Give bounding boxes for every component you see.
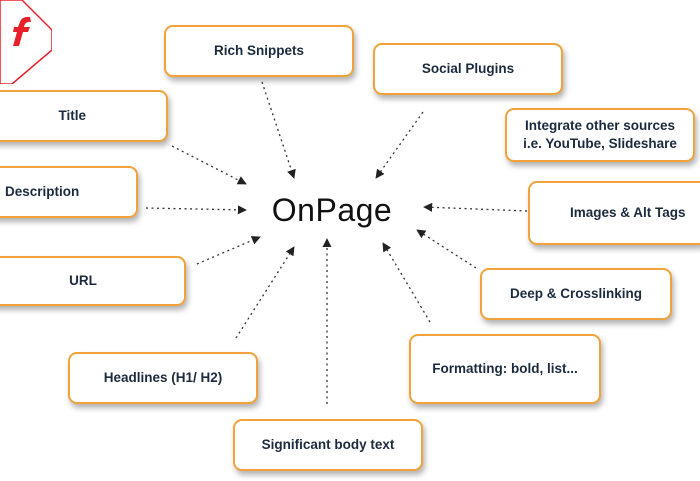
node-headlines: Headlines (H1/ H2) <box>68 352 258 404</box>
arrow-deep-crosslinking <box>416 229 477 269</box>
node-deep-crosslinking: Deep & Crosslinking <box>480 268 672 320</box>
node-label: URL <box>69 272 97 288</box>
node-images-alt-tags: Images & Alt Tags <box>528 181 700 245</box>
node-label: Description <box>5 183 80 199</box>
node-label: Social Plugins <box>421 60 515 76</box>
node-label: Significant body text <box>261 436 395 452</box>
node-label: Title <box>58 107 86 123</box>
node-formatting: Formatting: bold, list... <box>409 334 601 404</box>
node-url: URL <box>0 256 186 306</box>
onpage-center-label: OnPage <box>271 191 393 228</box>
node-integrate-other-sources: Integrate other sources i.e. YouTube, Sl… <box>505 108 695 162</box>
arrow-title <box>171 145 247 185</box>
node-label: Headlines (H1/ H2) <box>103 369 223 385</box>
node-rich-snippets: Rich Snippets <box>164 25 354 77</box>
arrow-social-plugins <box>375 111 424 179</box>
node-label: Deep & Crosslinking <box>509 285 643 301</box>
logo-glyph-icon <box>13 16 31 46</box>
brand-logo <box>0 0 52 84</box>
node-label-line2: i.e. YouTube, Slideshare <box>523 136 677 151</box>
arrow-url <box>196 236 261 265</box>
node-significant-body-text: Significant body text <box>233 419 423 471</box>
node-label: Formatting: bold, list... <box>432 360 578 376</box>
node-label: Rich Snippets <box>213 42 304 58</box>
arrow-headlines <box>235 246 295 339</box>
arrow-rich-snippets <box>261 81 296 179</box>
arrow-formatting <box>382 242 431 323</box>
node-description: Description <box>0 166 138 218</box>
arrow-description <box>145 205 247 215</box>
node-label: Images & Alt Tags <box>570 204 686 220</box>
node-title: Title <box>0 90 168 142</box>
arrow-images-alt-tags <box>423 202 528 212</box>
node-label-line1: Integrate other sources <box>524 117 676 133</box>
node-social-plugins: Social Plugins <box>373 43 563 95</box>
